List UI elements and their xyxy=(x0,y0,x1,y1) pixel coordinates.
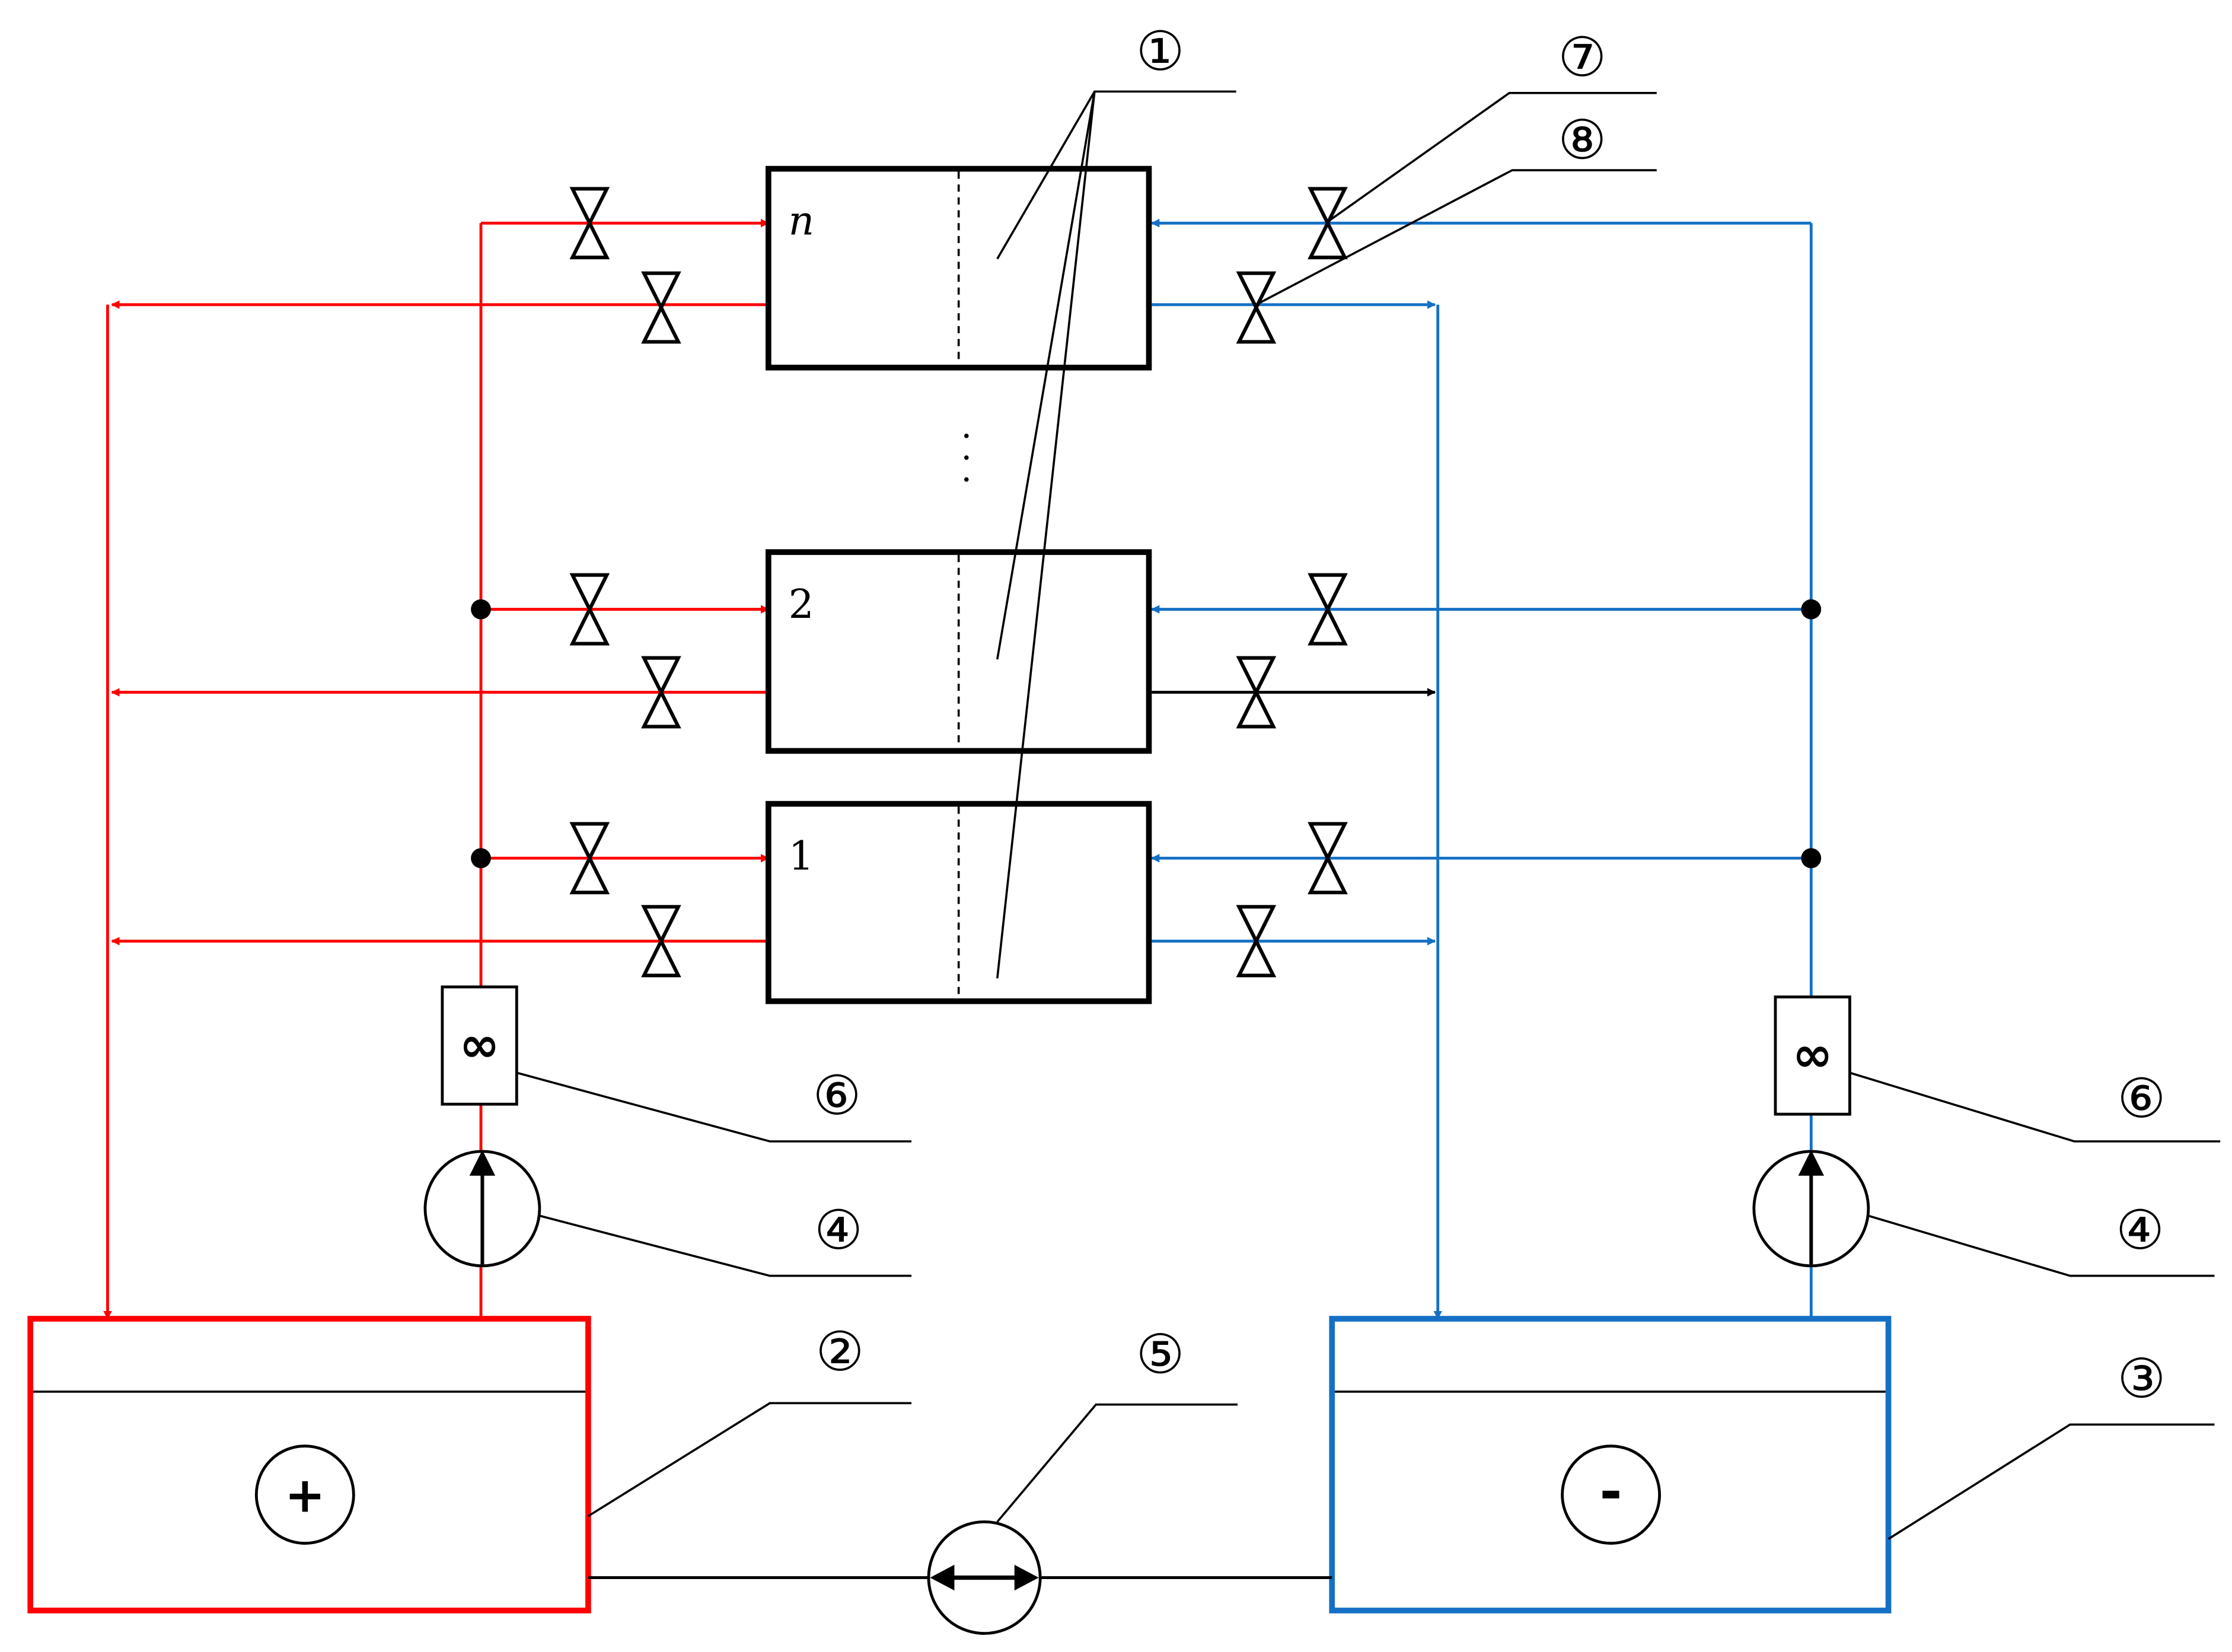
pump-positive[interactable] xyxy=(423,1150,541,1268)
junction-dot xyxy=(1801,848,1822,869)
callout-labels: ① ⑦ ⑧ ⑥ ⑥ ④ ④ ② ③ ⑤ xyxy=(813,20,2166,1410)
leader-lines xyxy=(516,90,2221,1540)
negative-electrolyte-tank: - xyxy=(1329,1316,1892,1613)
tank-exchange-unit[interactable] xyxy=(588,1520,1332,1635)
bowtie-valve-icon[interactable] xyxy=(1236,905,1277,978)
cell-2-label: 2 xyxy=(789,581,814,627)
positive-electrolyte-circuit xyxy=(103,219,770,1320)
callout-2: ② xyxy=(815,1320,864,1383)
bowtie-valve-icon[interactable] xyxy=(1308,822,1348,895)
bowtie-valve-icon[interactable] xyxy=(1308,187,1348,260)
cell-1: 1 xyxy=(766,801,1152,1004)
bowtie-valve-icon[interactable] xyxy=(641,905,681,978)
junction-dots xyxy=(471,599,1822,869)
bowtie-valve-icon[interactable] xyxy=(569,187,610,260)
callout-1: ① xyxy=(1136,20,1185,83)
infinity-flowmeter-icon xyxy=(1774,995,1851,1116)
bowtie-valve-icon[interactable] xyxy=(1308,573,1348,646)
callout-8: ⑧ xyxy=(1558,109,1606,172)
callout-4-left: ④ xyxy=(814,1198,863,1262)
cell-1-label: 1 xyxy=(789,833,814,879)
flow-meter-symbol: ∞ xyxy=(459,1017,499,1073)
callout-4-right: ④ xyxy=(2116,1198,2164,1262)
negative-electrolyte-circuit xyxy=(1150,219,1813,1320)
bowtie-valve-icon[interactable] xyxy=(569,822,610,895)
cell-n-label: n xyxy=(789,197,814,244)
cell-ellipsis: · · · xyxy=(946,430,986,485)
callout-6-right: ⑥ xyxy=(2117,1067,2166,1130)
bowtie-valve-icon[interactable] xyxy=(641,271,681,344)
positive-electrolyte-tank: + xyxy=(27,1316,591,1613)
flow-meter-positive[interactable]: ∞ xyxy=(441,985,518,1106)
flow-meter-negative[interactable]: ∞ xyxy=(1774,995,1851,1116)
callout-6-left: ⑥ xyxy=(813,1064,862,1127)
bowtie-valve-icon[interactable] xyxy=(569,573,610,646)
valves xyxy=(569,187,1348,978)
bowtie-valve-icon[interactable] xyxy=(1236,656,1277,729)
cell-2: 2 xyxy=(766,549,1152,754)
callout-7: ⑦ xyxy=(1558,25,1606,89)
flow-meter-symbol: ∞ xyxy=(1793,1027,1833,1083)
bowtie-valve-icon[interactable] xyxy=(1236,271,1277,344)
callout-3: ③ xyxy=(2117,1347,2166,1411)
positive-sign: + xyxy=(285,1468,326,1524)
callout-5: ⑤ xyxy=(1136,1323,1185,1386)
bowtie-valve-icon[interactable] xyxy=(641,656,681,729)
junction-dot xyxy=(1801,599,1822,620)
negative-sign: - xyxy=(1600,1460,1622,1523)
pump-negative[interactable] xyxy=(1752,1150,1870,1268)
infinity-flowmeter-icon xyxy=(441,985,518,1106)
junction-dot xyxy=(471,848,491,869)
junction-dot xyxy=(471,599,491,620)
cell-stack: n · · · 2 1 xyxy=(766,165,1152,1004)
cell-n: n xyxy=(766,165,1152,371)
